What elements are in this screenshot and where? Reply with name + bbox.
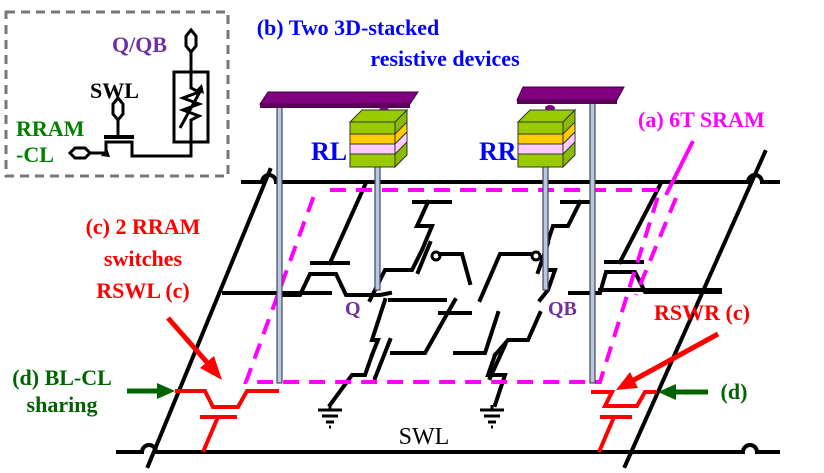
left-pmos-gate bbox=[415, 240, 433, 275]
left-diagonal-line bbox=[145, 167, 273, 469]
sram-label-pointer bbox=[664, 140, 695, 196]
inset-source-label-2: -CL bbox=[16, 142, 54, 167]
sram-dashed-side bbox=[634, 197, 678, 296]
via-left-outer bbox=[276, 99, 283, 384]
ground-icon bbox=[480, 405, 504, 429]
rswl-arrow bbox=[166, 316, 222, 380]
qb-label: QB bbox=[548, 298, 577, 320]
rram-c-label-1: (c) 2 RRAM bbox=[86, 214, 201, 239]
inset-source-label-1: RRAM bbox=[16, 116, 85, 141]
left-access-gate-wire bbox=[327, 182, 368, 266]
rswl-label: RSWL (c) bbox=[96, 278, 190, 303]
rswl-switch bbox=[175, 389, 279, 453]
right-access-gate-wire bbox=[617, 182, 663, 265]
left-nmos-top bbox=[369, 297, 388, 358]
right-nmos-source bbox=[485, 352, 508, 408]
via-right-outer bbox=[589, 99, 596, 384]
top-horizontal-line bbox=[241, 173, 780, 184]
via-rr bbox=[542, 159, 549, 291]
right-inv-gate-wire bbox=[477, 252, 533, 303]
rswl-gate-wire bbox=[201, 416, 220, 453]
sram-outline bbox=[243, 140, 695, 384]
rr-device bbox=[516, 86, 625, 169]
d-right-label: (d) bbox=[721, 379, 748, 404]
rswr-channel bbox=[591, 390, 657, 408]
left-nmos-gate-wire bbox=[390, 297, 458, 355]
title-b-line1: (b) Two 3D-stacked bbox=[257, 15, 440, 40]
rswr-label: RSWR (c) bbox=[654, 300, 750, 325]
blcl-label-1: (d) BL-CL bbox=[12, 365, 112, 390]
ground-icon bbox=[318, 405, 342, 429]
inset-transistor-channel bbox=[86, 140, 193, 158]
rl-label: RL bbox=[311, 137, 347, 166]
blcl-arrow-left bbox=[127, 383, 175, 399]
right-pmos-bubble bbox=[530, 250, 542, 262]
inset-arrow bbox=[101, 148, 110, 157]
inset-node-label: Q/QB bbox=[112, 32, 167, 57]
sram-dashed-border bbox=[243, 188, 663, 384]
rr-stack bbox=[516, 108, 577, 169]
rl-stack bbox=[348, 108, 409, 169]
inset-border bbox=[4, 10, 230, 178]
left-pmos-top bbox=[413, 199, 435, 253]
sram-label: (a) 6T SRAM bbox=[638, 107, 765, 132]
variable-resistor-icon bbox=[178, 72, 204, 142]
right-pmos-top bbox=[542, 199, 583, 253]
rl-device bbox=[259, 91, 419, 169]
right-nmos-top bbox=[492, 310, 543, 358]
right-nmos-gate bbox=[487, 342, 508, 381]
rl-top-plate-edge bbox=[260, 104, 410, 108]
right-diagonal-line bbox=[622, 149, 768, 469]
rr-label: RR bbox=[479, 137, 517, 166]
left-access-transistor bbox=[278, 272, 393, 297]
array-wiring bbox=[116, 149, 780, 469]
rswr-switch bbox=[591, 390, 657, 453]
left-nmos-gate bbox=[372, 337, 393, 381]
sram-transistors bbox=[278, 182, 722, 408]
inset-gate-label: SWL bbox=[90, 78, 139, 103]
rram-c-label-2: switches bbox=[104, 246, 183, 271]
swl-line bbox=[116, 443, 780, 454]
rswl-channel bbox=[175, 389, 279, 409]
terminal-hexagon-icon bbox=[111, 95, 125, 123]
via-rl bbox=[374, 159, 381, 291]
swl-label: SWL bbox=[399, 424, 450, 450]
left-inv-gate-wire bbox=[438, 252, 473, 286]
rl-top-plate bbox=[259, 91, 419, 105]
rswr-gate-wire bbox=[597, 416, 616, 453]
terminal-hexagon-icon bbox=[67, 146, 93, 160]
left-nmos-source bbox=[327, 352, 375, 408]
inset-schematic: Q/QB SWL RRAM -CL bbox=[4, 10, 230, 178]
q-label: Q bbox=[345, 298, 361, 320]
rr-top-plate bbox=[516, 86, 625, 101]
title-b-line2: resistive devices bbox=[370, 46, 520, 71]
blcl-label-2: sharing bbox=[27, 392, 98, 417]
rr-top-plate-edge bbox=[517, 100, 617, 104]
blcl-arrow-right bbox=[658, 384, 708, 400]
right-nmos-gate-wire bbox=[453, 310, 501, 355]
right-pmos-drain bbox=[537, 268, 558, 303]
terminal-hexagon-icon bbox=[184, 27, 198, 55]
rswr-arrow bbox=[616, 331, 720, 390]
